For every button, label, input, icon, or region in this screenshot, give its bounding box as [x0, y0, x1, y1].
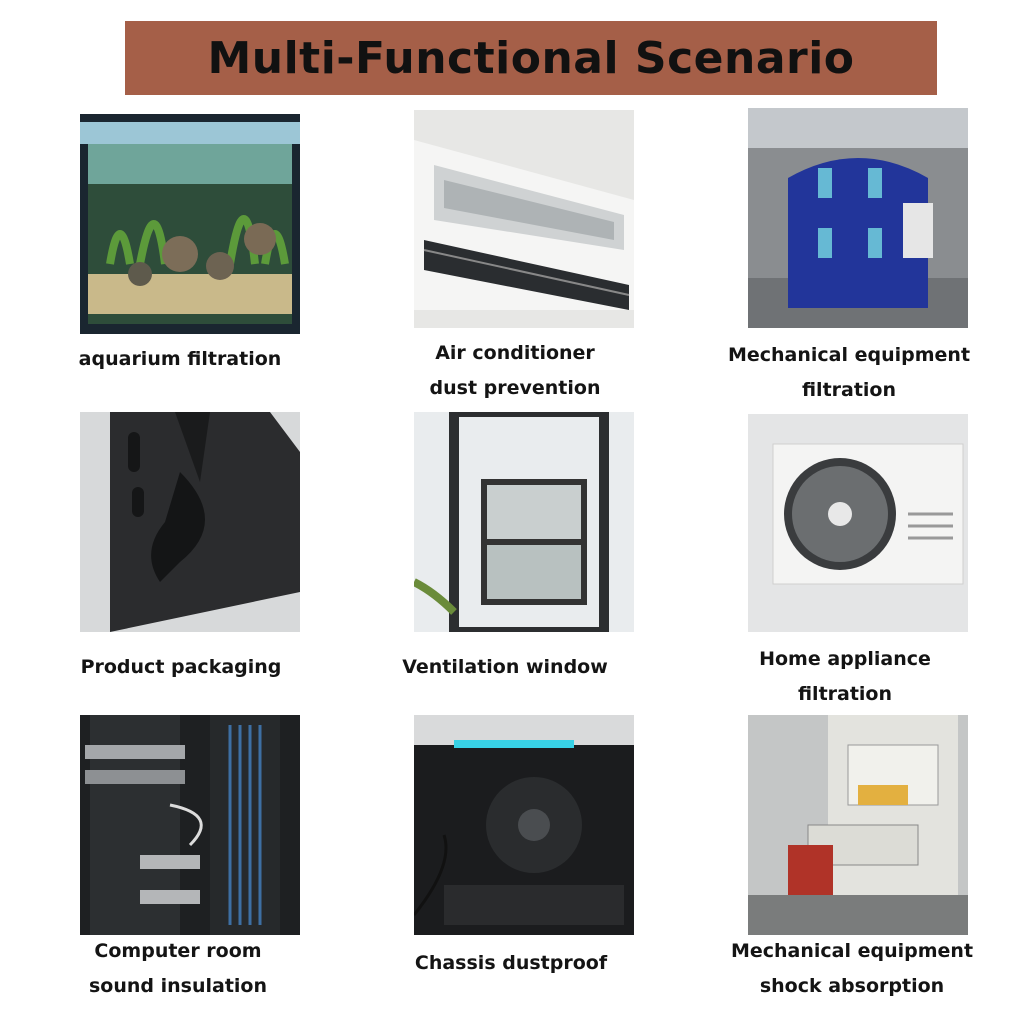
caption-line: Mechanical equipment	[727, 344, 971, 366]
caption-line: Ventilation window	[402, 656, 608, 678]
caption-chassis-dustproof: Chassis dustproof	[396, 946, 626, 981]
caption-line: sound insulation	[88, 975, 267, 997]
caption-aquarium-filtration: aquarium filtration	[60, 342, 300, 377]
page-title: Multi-Functional Scenario	[207, 32, 855, 84]
title-banner: Multi-Functional Scenario	[125, 21, 937, 95]
caption-line: shock absorption	[759, 975, 945, 997]
caption-ventilation-window: Ventilation window	[390, 650, 620, 685]
caption-computer-room: Computer room sound insulation	[68, 934, 288, 1004]
aquarium-photo	[80, 114, 300, 334]
caption-line: aquarium filtration	[78, 348, 282, 370]
caption-line: filtration	[797, 683, 893, 705]
mechanical-equipment-photo	[748, 108, 968, 328]
ventilation-window-photo	[414, 412, 634, 632]
caption-line: filtration	[801, 379, 897, 401]
caption-line: Home appliance	[759, 648, 931, 670]
caption-line: Computer room	[94, 940, 262, 962]
caption-home-appliance: Home appliance filtration	[730, 642, 960, 712]
outdoor-ac-unit-photo	[748, 414, 968, 632]
computer-room-photo	[80, 715, 300, 935]
caption-line: dust prevention	[429, 377, 601, 399]
caption-air-conditioner: Air conditioner dust prevention	[400, 336, 630, 406]
product-packaging-photo	[80, 412, 300, 632]
caption-line: Air conditioner	[435, 342, 595, 364]
caption-mechanical-filtration: Mechanical equipment filtration	[714, 338, 984, 408]
caption-mechanical-shock: Mechanical equipment shock absorption	[712, 934, 992, 1004]
air-conditioner-photo	[414, 110, 634, 328]
chassis-photo	[414, 715, 634, 935]
caption-line: Product packaging	[80, 656, 282, 678]
caption-line: Chassis dustproof	[414, 952, 608, 974]
caption-product-packaging: Product packaging	[66, 650, 296, 685]
caption-line: Mechanical equipment	[730, 940, 974, 962]
press-machine-photo	[748, 715, 968, 935]
